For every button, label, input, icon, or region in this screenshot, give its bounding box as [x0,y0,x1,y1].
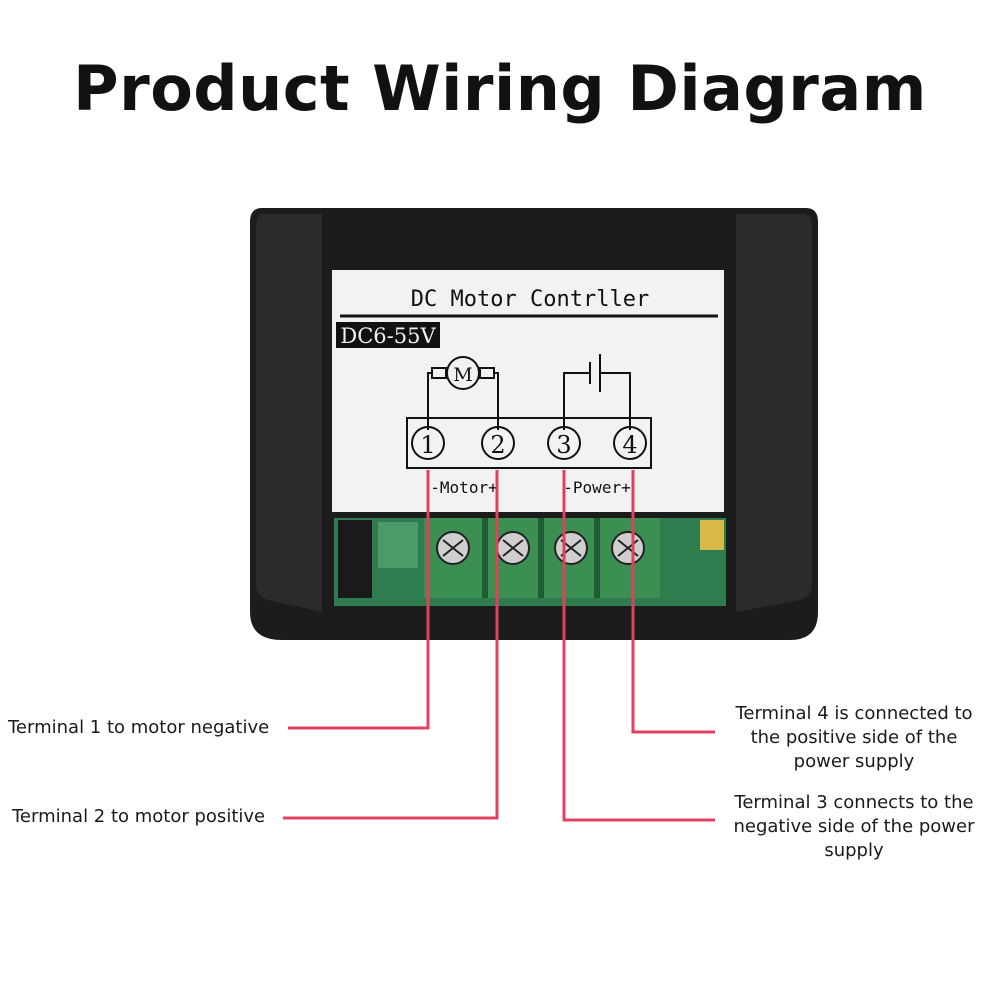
callout-terminal-1: Terminal 1 to motor negative [8,717,270,738]
leader-line-terminal-3 [562,470,715,822]
terminal-1-number: 1 [420,431,435,459]
housing-left-bevel [256,214,322,612]
label-sticker [332,270,724,512]
voltage-text: DC6-55V [340,324,436,348]
callout-terminal-3-line-1: Terminal 3 connects to the [734,792,974,813]
terminal-2-number: 2 [490,431,505,459]
callout-terminal-3-line-3: supply [824,840,884,861]
housing-right-bevel [736,214,812,612]
battery-symbol [563,354,631,430]
motor-symbol [427,356,499,430]
callout-terminal-4-line-3: power supply [793,751,915,772]
callout-terminal-3: Terminal 3 connects to the negative side… [716,791,992,863]
terminal-3-circle [547,426,581,460]
board-chip [378,522,418,568]
callout-terminal-4: Terminal 4 is connected to the positive … [716,702,992,774]
motor-symbol-letter: M [453,364,472,386]
board-capacitor [700,520,724,550]
terminal-3-number: 3 [556,431,571,459]
voltage-badge [336,322,440,348]
diagram-title: Product Wiring Diagram [73,52,927,125]
callout-terminal-2: Terminal 2 to motor positive [12,806,266,827]
label-heading: DC Motor Contrller [411,287,649,312]
terminal-2-circle [481,426,515,460]
terminal-1-circle [411,426,445,460]
motor-group-label: -Motor+ [430,478,497,497]
terminal-4-circle [613,426,647,460]
leader-line-terminal-4 [631,470,715,734]
callout-terminal-4-line-2: the positive side of the [750,727,958,748]
leader-line-terminal-1 [288,470,430,730]
terminal-box [406,417,652,469]
callout-terminal-3-line-2: negative side of the power [733,816,975,837]
callout-terminal-4-line-1: Terminal 4 is connected to [735,703,973,724]
board-component [338,520,372,598]
terminal-4-number: 4 [622,431,637,459]
leader-line-terminal-2 [283,470,499,820]
power-group-label: -Power+ [563,478,630,497]
